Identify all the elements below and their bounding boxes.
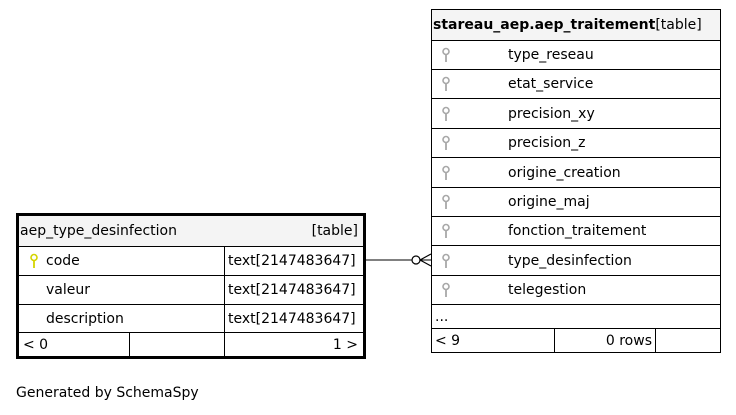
generated-by-text: Generated by SchemaSpy xyxy=(16,385,199,401)
divider xyxy=(224,276,225,304)
parent-table-footer: < 0 1 > xyxy=(19,332,363,356)
table-row[interactable]: fonction_traitement xyxy=(432,216,720,245)
primary-key-icon xyxy=(29,247,39,275)
table-row[interactable]: origine_creation xyxy=(432,157,720,187)
column-name: description xyxy=(46,310,124,327)
foreign-key-icon xyxy=(441,41,451,69)
divider xyxy=(129,333,130,356)
divider xyxy=(655,329,656,352)
zero-optional-marker xyxy=(411,255,421,265)
foreign-key-icon xyxy=(441,129,451,157)
table-row[interactable]: type_reseau xyxy=(432,40,720,69)
column-name: telegestion xyxy=(508,282,587,298)
divider xyxy=(224,305,225,332)
column-name: precision_z xyxy=(508,135,586,151)
column-name: type_desinfection xyxy=(508,252,632,269)
table-row[interactable]: type_desinfection xyxy=(432,245,720,275)
column-name: type_reseau xyxy=(508,47,594,63)
parent-table[interactable]: aep_type_desinfection [table] code text[… xyxy=(16,213,366,359)
crow-foot-many-marker xyxy=(419,253,432,267)
parent-table-tag: [table] xyxy=(311,223,358,239)
column-name: origine_maj xyxy=(508,194,590,210)
foreign-key-icon xyxy=(441,99,451,128)
child-table-name[interactable]: stareau_aep.aep_traitement xyxy=(433,17,656,33)
table-row[interactable]: telegestion xyxy=(432,275,720,304)
table-row[interactable]: code text[2147483647] xyxy=(19,246,363,275)
column-name: etat_service xyxy=(508,76,594,92)
parent-table-name[interactable]: aep_type_desinfection xyxy=(20,223,177,239)
foreign-key-icon xyxy=(441,217,451,245)
parent-table-header[interactable]: aep_type_desinfection [table] xyxy=(19,216,363,246)
column-name: code xyxy=(46,253,80,269)
column-type: text[2147483647] xyxy=(228,282,356,298)
column-name: valeur xyxy=(46,282,90,298)
parent-count: < 0 xyxy=(23,336,49,353)
table-row[interactable]: description text[2147483647] xyxy=(19,304,363,332)
parent-count: < 9 xyxy=(435,332,461,349)
foreign-key-icon xyxy=(441,158,451,187)
row-count: 0 rows xyxy=(605,332,652,349)
divider xyxy=(224,333,225,356)
ellipsis-text: ... xyxy=(435,308,449,325)
divider xyxy=(224,247,225,275)
ellipsis-row[interactable]: ... xyxy=(432,304,720,328)
table-row[interactable]: valeur text[2147483647] xyxy=(19,275,363,304)
foreign-key-icon xyxy=(441,246,451,275)
foreign-key-icon xyxy=(441,276,451,304)
table-row[interactable]: origine_maj xyxy=(432,187,720,216)
table-row[interactable]: etat_service xyxy=(432,69,720,98)
table-row[interactable]: precision_xy xyxy=(432,98,720,128)
column-type: text[2147483647] xyxy=(228,310,356,327)
column-name: precision_xy xyxy=(508,105,595,122)
foreign-key-icon xyxy=(441,188,451,216)
child-table[interactable]: stareau_aep.aep_traitement [table] type_… xyxy=(431,9,721,353)
divider xyxy=(554,329,555,352)
child-table-tag: [table] xyxy=(655,17,702,33)
child-table-header[interactable]: stareau_aep.aep_traitement [table] xyxy=(432,10,720,40)
table-row[interactable]: precision_z xyxy=(432,128,720,157)
column-name: origine_creation xyxy=(508,164,621,181)
column-type: text[2147483647] xyxy=(228,253,356,269)
child-table-footer: < 9 0 rows xyxy=(432,328,720,352)
foreign-key-icon xyxy=(441,70,451,98)
child-count: 1 > xyxy=(332,336,358,353)
column-name: fonction_traitement xyxy=(508,223,647,239)
